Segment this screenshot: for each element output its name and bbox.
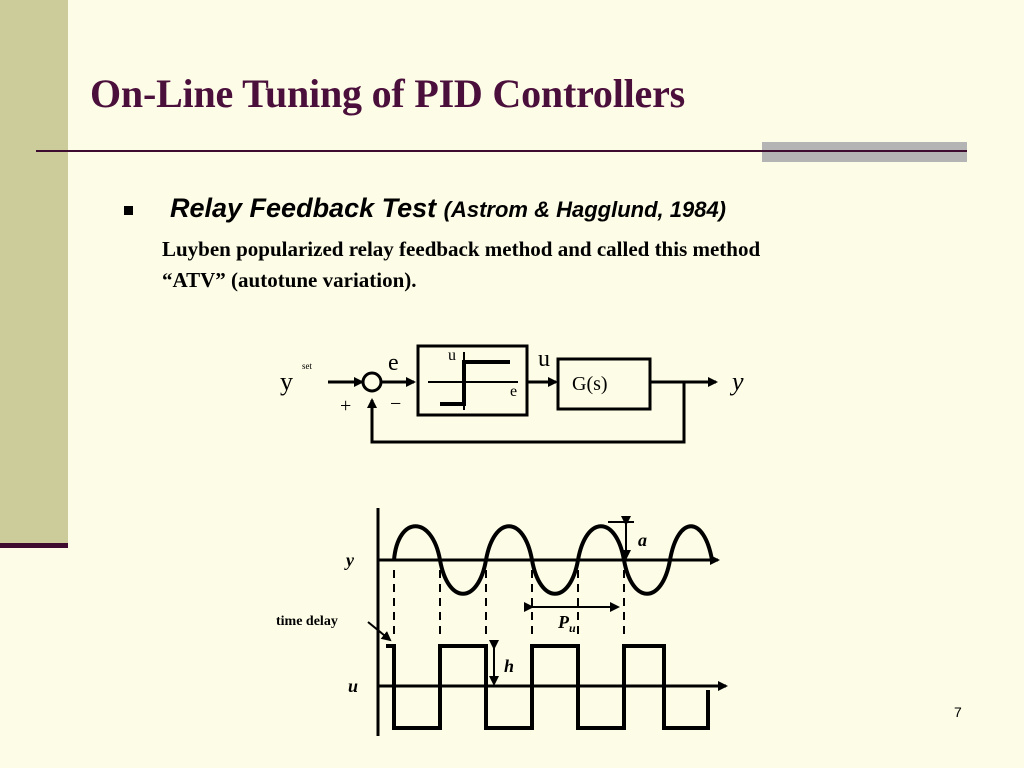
title-accent-bar	[762, 142, 967, 162]
relay-characteristic	[440, 360, 510, 406]
bullet-body-line-2: “ATV” (autotune variation).	[162, 268, 417, 292]
block-diagram: y set + − e u e u G(s) y	[280, 344, 744, 444]
title-rule	[36, 150, 966, 152]
period-label: Pu	[557, 612, 576, 635]
setpoint-superscript: set	[302, 361, 312, 371]
bullet-citation: (Astrom & Hagglund, 1984)	[443, 197, 727, 222]
y-oscillation-curve	[392, 524, 714, 596]
output-label: y	[729, 367, 744, 396]
plant-block	[556, 357, 652, 411]
period-main: P	[557, 612, 570, 632]
side-band	[0, 0, 68, 545]
relay-u-label: u	[448, 347, 456, 364]
side-band-rule	[0, 543, 68, 548]
time-delay-label: time delay	[276, 614, 338, 629]
u-axis-label: u	[348, 676, 358, 696]
time-delay-arrow	[367, 621, 392, 642]
controller-output-label: u	[538, 346, 550, 372]
setpoint-label: y	[280, 367, 293, 396]
plus-sign: +	[340, 395, 351, 417]
bullet-heading-title: Relay Feedback Test	[170, 193, 437, 223]
relay-block	[416, 344, 529, 417]
page-number: 7	[954, 704, 962, 720]
relay-response-plot: y a Pu time delay u h	[276, 508, 728, 736]
bullet-heading: Relay Feedback Test (Astrom & Hagglund, …	[170, 193, 726, 224]
height-label: h	[504, 656, 514, 676]
bullet-body-line-1: Luyben popularized relay feedback method…	[162, 237, 761, 261]
y-axis-label: y	[344, 550, 355, 570]
bullet-square-icon	[124, 206, 133, 215]
error-label: e	[388, 350, 399, 376]
period-guides	[393, 570, 625, 640]
period-subscript: u	[569, 621, 576, 635]
feedback-path	[367, 382, 686, 444]
amplitude-label: a	[638, 530, 647, 550]
bullet-body: Luyben popularized relay feedback method…	[162, 234, 922, 296]
u-square-wave	[386, 644, 710, 730]
slide-title: On-Line Tuning of PID Controllers	[90, 71, 686, 116]
summing-junction	[361, 371, 383, 393]
minus-sign: −	[390, 393, 401, 415]
relay-e-label: e	[510, 383, 517, 400]
plant-label: G(s)	[572, 373, 608, 395]
